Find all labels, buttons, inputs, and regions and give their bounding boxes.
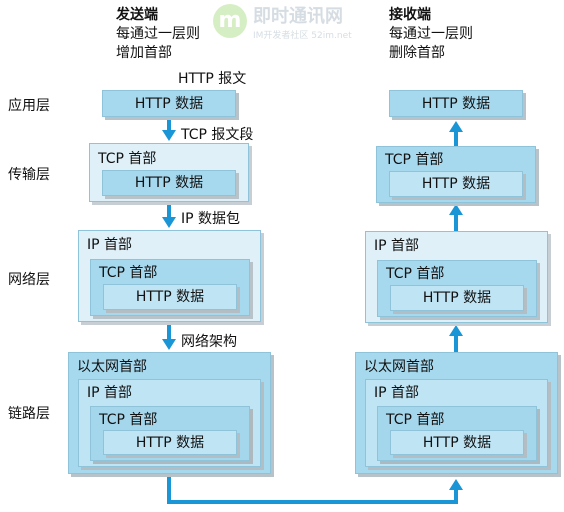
receiver-link-tcp-segment: TCP 首部 HTTP 数据 bbox=[377, 406, 537, 461]
sender-title: 发送端 bbox=[116, 7, 158, 23]
sender-network-tcp-segment: TCP 首部 HTTP 数据 bbox=[90, 259, 250, 316]
receiver-title: 接收端 bbox=[389, 7, 431, 23]
sender-link-http-data: HTTP 数据 bbox=[103, 430, 237, 455]
receiver-arrowhead-link-to-network bbox=[449, 325, 463, 336]
sender-transport-http-data-label: HTTP 数据 bbox=[134, 175, 204, 191]
layer-label-transport: 传输层 bbox=[8, 167, 50, 183]
label-http-message: HTTP 报文 bbox=[178, 71, 247, 87]
receiver-arrowhead-network-to-transport bbox=[449, 204, 463, 215]
receiver-link-http-data: HTTP 数据 bbox=[390, 430, 524, 455]
link-connector-bottom bbox=[167, 500, 458, 504]
label-tcp-segment: TCP 报文段 bbox=[181, 127, 254, 143]
sender-link-tcp-header: TCP 首部 bbox=[99, 412, 158, 428]
sender-network-ip-header: IP 首部 bbox=[87, 237, 133, 253]
receiver-network-http-data: HTTP 数据 bbox=[390, 285, 524, 311]
receiver-network-http-data-label: HTTP 数据 bbox=[422, 290, 492, 306]
sender-desc-line1: 每通过一层则 bbox=[116, 26, 200, 42]
receiver-transport-http-data: HTTP 数据 bbox=[389, 171, 523, 197]
sender-link-http-data-label: HTTP 数据 bbox=[135, 435, 205, 451]
sender-arrowhead-app-to-transport bbox=[162, 130, 176, 141]
link-connector-arrowhead bbox=[449, 479, 463, 490]
sender-desc-line2: 增加首部 bbox=[116, 45, 172, 61]
receiver-desc-line1: 每通过一层则 bbox=[389, 26, 473, 42]
receiver-desc-line2: 删除首部 bbox=[389, 45, 445, 61]
sender-arrow-transport-to-network bbox=[167, 202, 171, 218]
receiver-arrow-link-to-network bbox=[454, 334, 458, 352]
sender-link-eth-header: 以太网首部 bbox=[77, 359, 147, 375]
sender-network-http-data-label: HTTP 数据 bbox=[135, 289, 205, 305]
receiver-arrow-network-to-transport bbox=[454, 213, 458, 231]
sender-transport-segment: TCP 首部 HTTP 数据 bbox=[89, 143, 249, 202]
sender-transport-tcp-header: TCP 首部 bbox=[98, 151, 157, 167]
receiver-transport-tcp-header: TCP 首部 bbox=[385, 152, 444, 168]
receiver-app-http-data: HTTP 数据 bbox=[389, 90, 523, 117]
sender-link-ip-packet: IP 首部 TCP 首部 HTTP 数据 bbox=[78, 379, 261, 467]
watermark-title: 即时通讯网 bbox=[253, 6, 343, 27]
layer-label-application: 应用层 bbox=[8, 98, 50, 114]
watermark: m 即时通讯网 IM开发者社区 52im.net bbox=[213, 4, 383, 48]
watermark-logo-icon: m bbox=[213, 4, 247, 38]
layer-label-link: 链路层 bbox=[8, 406, 50, 422]
sender-network-packet: IP 首部 TCP 首部 HTTP 数据 bbox=[78, 230, 261, 322]
receiver-link-ip-header: IP 首部 bbox=[374, 385, 420, 401]
receiver-network-tcp-header: TCP 首部 bbox=[386, 266, 445, 282]
receiver-network-tcp-segment: TCP 首部 HTTP 数据 bbox=[377, 260, 537, 317]
label-ip-packet: IP 数据包 bbox=[181, 211, 241, 227]
sender-network-http-data: HTTP 数据 bbox=[103, 284, 237, 310]
receiver-arrow-transport-to-app bbox=[454, 130, 458, 146]
label-frame: 网络架构 bbox=[181, 334, 237, 350]
receiver-link-ip-packet: IP 首部 TCP 首部 HTTP 数据 bbox=[365, 379, 548, 467]
sender-network-tcp-header: TCP 首部 bbox=[99, 265, 158, 281]
sender-app-http-data: HTTP 数据 bbox=[102, 90, 236, 117]
sender-arrowhead-network-to-link bbox=[162, 339, 176, 350]
sender-arrow-app-to-transport bbox=[167, 117, 171, 131]
receiver-link-frame: 以太网首部 IP 首部 TCP 首部 HTTP 数据 bbox=[355, 352, 558, 474]
sender-link-tcp-segment: TCP 首部 HTTP 数据 bbox=[90, 406, 250, 461]
receiver-network-packet: IP 首部 TCP 首部 HTTP 数据 bbox=[365, 231, 548, 323]
receiver-arrowhead-transport-to-app bbox=[449, 121, 463, 132]
sender-arrow-network-to-link bbox=[167, 322, 171, 340]
sender-link-frame: 以太网首部 IP 首部 TCP 首部 HTTP 数据 bbox=[68, 352, 271, 474]
receiver-app-http-data-label: HTTP 数据 bbox=[421, 96, 491, 112]
sender-link-ip-header: IP 首部 bbox=[87, 385, 133, 401]
sender-arrowhead-transport-to-network bbox=[162, 217, 176, 228]
watermark-subtitle: IM开发者社区 52im.net bbox=[253, 31, 352, 41]
receiver-network-ip-header: IP 首部 bbox=[374, 238, 420, 254]
sender-app-http-data-label: HTTP 数据 bbox=[134, 96, 204, 112]
receiver-transport-segment: TCP 首部 HTTP 数据 bbox=[376, 146, 536, 203]
receiver-link-tcp-header: TCP 首部 bbox=[386, 412, 445, 428]
layer-label-network: 网络层 bbox=[8, 272, 50, 288]
receiver-transport-http-data-label: HTTP 数据 bbox=[421, 176, 491, 192]
receiver-link-eth-header: 以太网首部 bbox=[364, 359, 434, 375]
link-connector-up bbox=[454, 488, 458, 504]
receiver-link-http-data-label: HTTP 数据 bbox=[422, 435, 492, 451]
sender-transport-http-data: HTTP 数据 bbox=[102, 170, 236, 196]
link-connector-down bbox=[167, 474, 171, 504]
